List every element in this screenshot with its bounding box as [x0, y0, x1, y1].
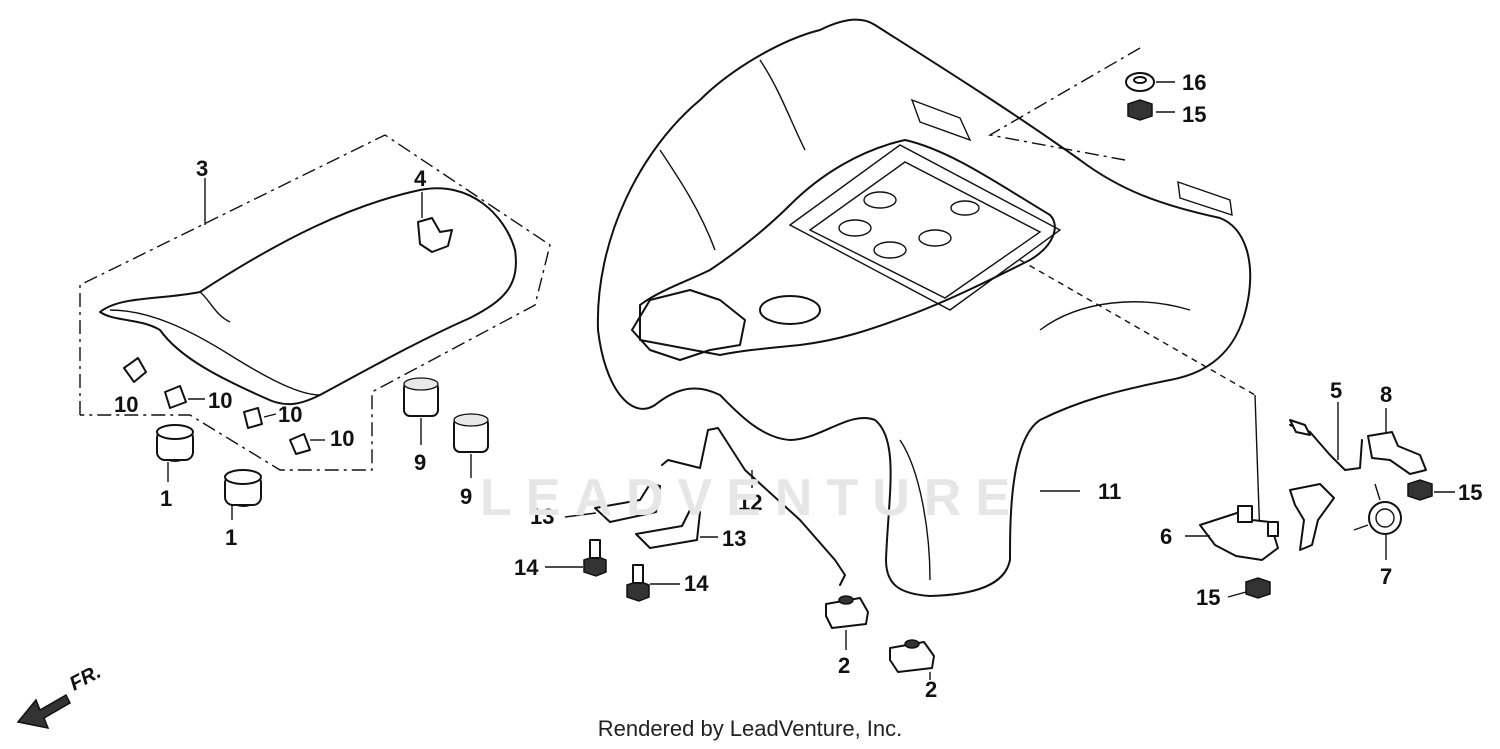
callout-15c: 15	[1196, 585, 1220, 610]
seat-cushions[interactable]	[156, 424, 262, 520]
callout-1b: 1	[225, 525, 237, 550]
seat-hook[interactable]	[417, 192, 453, 253]
callout-1a: 1	[160, 486, 172, 511]
latch-brackets[interactable]	[564, 483, 718, 549]
fender-guide-lines	[988, 47, 1261, 541]
callout-7: 7	[1380, 564, 1392, 589]
callout-9a: 9	[414, 450, 426, 475]
rubber-bumpers[interactable]	[403, 377, 489, 478]
latch-bracket[interactable]	[1185, 505, 1279, 561]
callout-10b: 10	[208, 388, 232, 413]
rear-fender[interactable]	[596, 18, 1252, 597]
callout-14a: 14	[514, 555, 539, 580]
callout-numbers: 3 4 10 10 10 10 1 1 9 9 13 13 14 14 12 2…	[114, 70, 1482, 702]
rubber-blocks[interactable]	[825, 595, 935, 680]
callout-11: 11	[1098, 479, 1121, 504]
callout-4: 4	[414, 166, 427, 191]
callout-5: 5	[1330, 378, 1342, 403]
callout-10a: 10	[114, 392, 138, 417]
callout-6: 6	[1160, 524, 1172, 549]
callout-13b: 13	[722, 526, 746, 551]
callout-15a: 15	[1182, 102, 1206, 127]
seat-lock-cable[interactable]	[1289, 402, 1363, 471]
seat-clips[interactable]	[123, 357, 325, 455]
seat[interactable]	[99, 187, 517, 406]
callout-2a: 2	[838, 653, 850, 678]
callout-13a: 13	[530, 504, 554, 529]
callout-10d: 10	[330, 426, 354, 451]
front-direction-arrow	[16, 693, 71, 730]
footer-credit: Rendered by LeadVenture, Inc.	[597, 716, 903, 741]
callout-8: 8	[1380, 382, 1392, 407]
latch-bolts[interactable]	[545, 539, 680, 602]
return-spring[interactable]	[1353, 483, 1402, 560]
callout-3: 3	[196, 156, 208, 181]
callout-14b: 14	[684, 571, 709, 596]
callout-12: 12	[738, 490, 762, 515]
washer-nut-top[interactable]	[1125, 72, 1175, 121]
callout-9b: 9	[460, 484, 472, 509]
seat-lock-arm[interactable]	[1289, 483, 1335, 551]
seat-latch-rod[interactable]	[661, 427, 846, 586]
callout-16: 16	[1182, 70, 1206, 95]
callout-15b: 15	[1458, 480, 1482, 505]
callout-2b: 2	[925, 677, 937, 702]
callout-10c: 10	[278, 402, 302, 427]
latch-nuts[interactable]	[1227, 479, 1455, 599]
seat-group-boundary	[79, 134, 551, 471]
cable-clamp[interactable]	[1367, 408, 1427, 475]
